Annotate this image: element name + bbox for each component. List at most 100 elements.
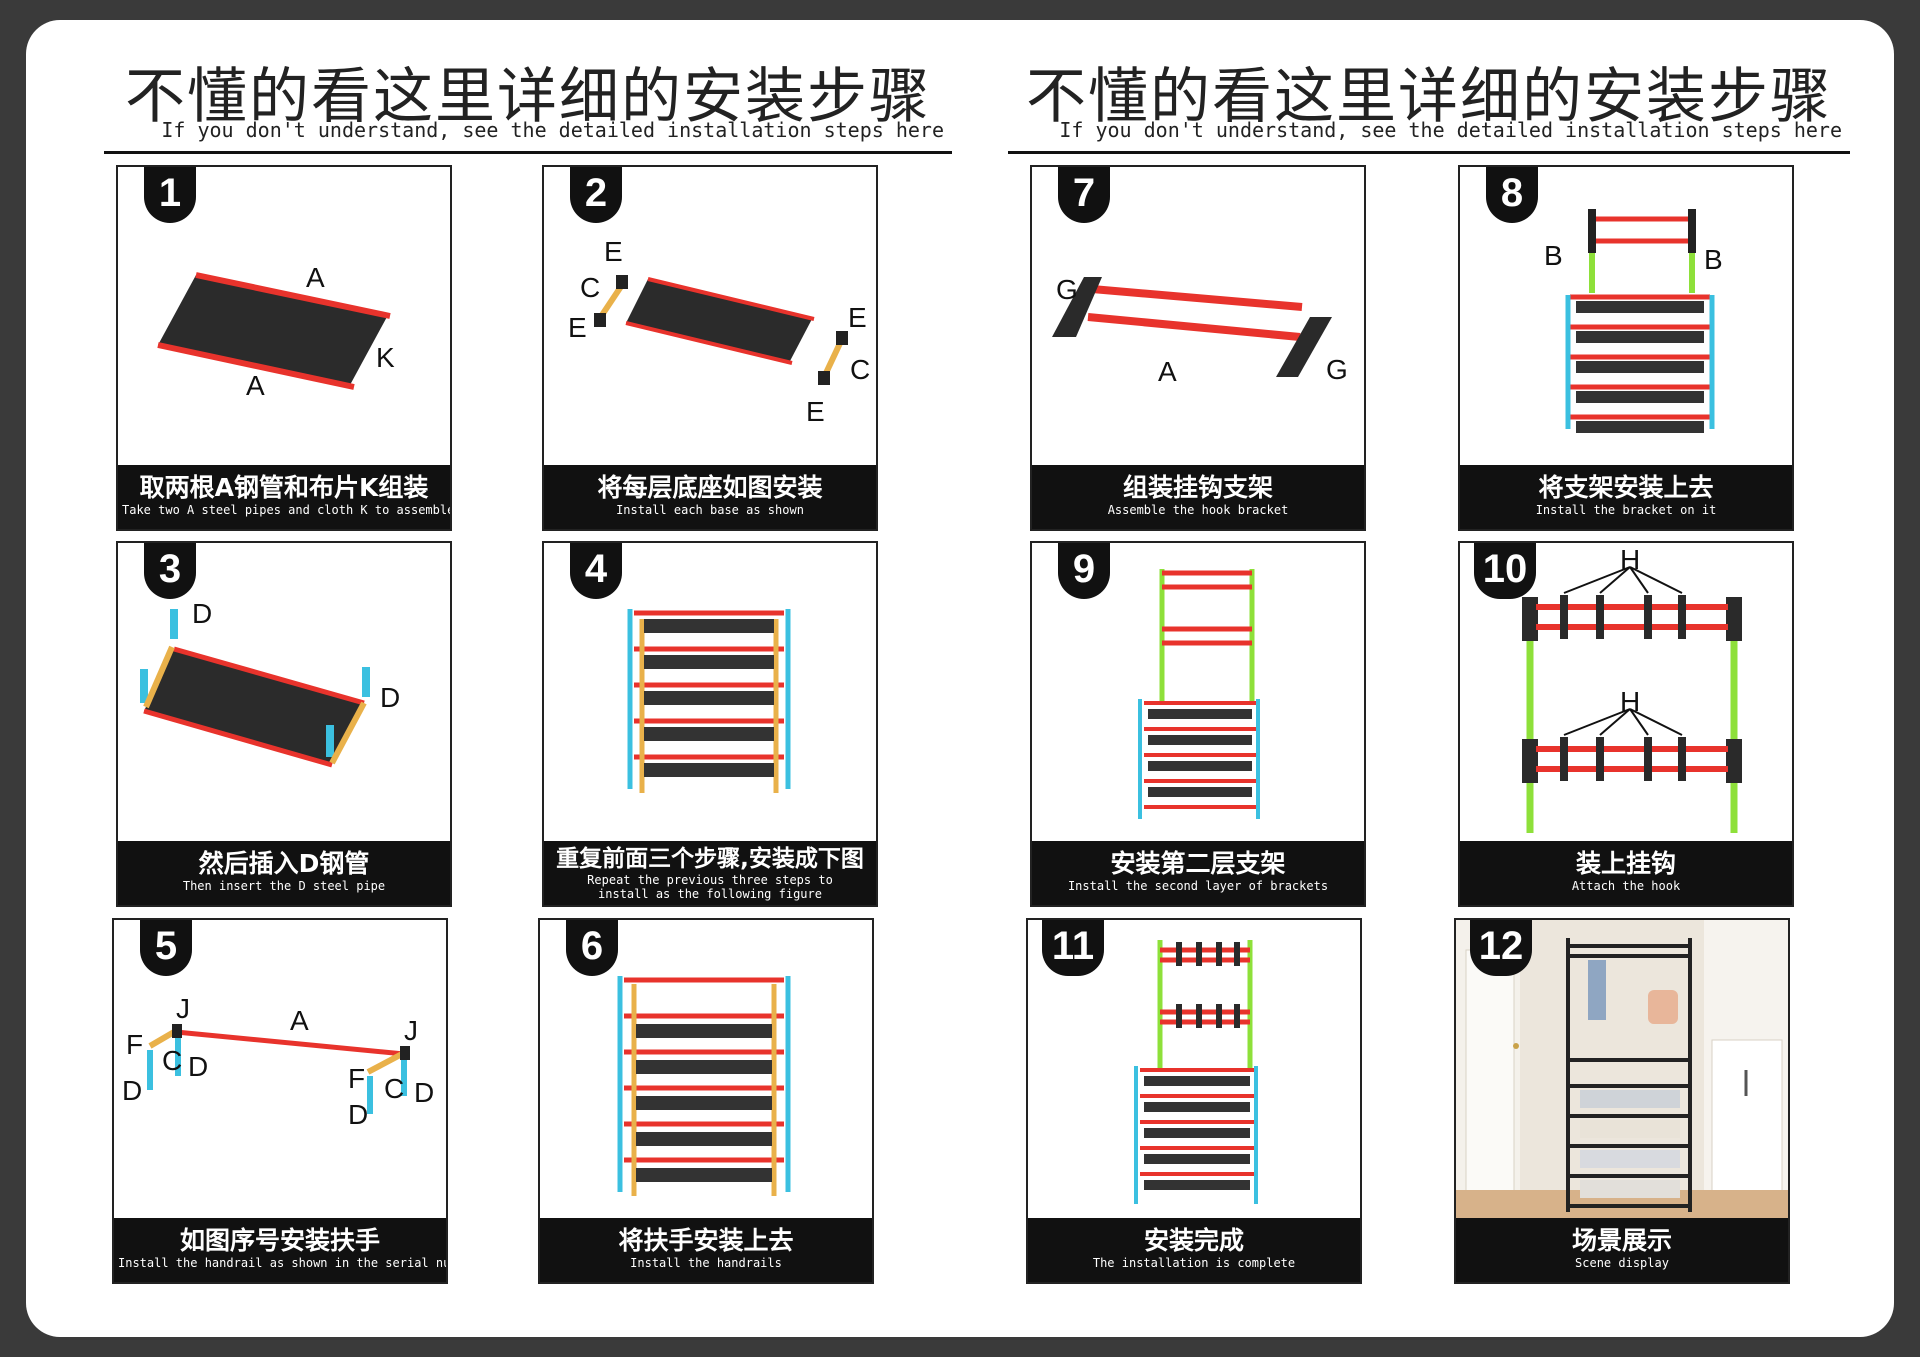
step-number: 10 xyxy=(1474,543,1536,599)
part-label-h: H xyxy=(1620,544,1640,575)
part-label-d: D xyxy=(192,598,212,629)
step-11-illustration xyxy=(1134,940,1258,1204)
part-label-d: D xyxy=(188,1051,208,1082)
step-card-10: 10 H H xyxy=(1458,541,1794,907)
caption-en: Install the handrail as shown in the ser… xyxy=(118,1256,448,1270)
part-label-c: C xyxy=(850,354,870,385)
part-label-j: J xyxy=(404,1015,418,1046)
page-subtitle: If you don't understand, see the detaile… xyxy=(161,118,944,142)
step-card-5: 5 J A J F C D D F C D D 如图序号安装扶手 Install… xyxy=(112,918,448,1284)
step-number: 8 xyxy=(1486,167,1538,223)
step-card-4: 4 重复前面三个步骤,安装成下图 Repeat the previous thr… xyxy=(542,541,878,907)
caption-zh: 取两根A钢管和布片K组装 xyxy=(139,473,429,502)
step-number: 2 xyxy=(570,167,622,223)
caption-en: Repeat the previous three steps to xyxy=(587,873,833,887)
step-card-3: 3 D D 然后插入D钢管 Then insert the D steel pi… xyxy=(116,541,452,907)
step-number: 11 xyxy=(1042,920,1104,976)
part-label-c: C xyxy=(580,272,600,303)
caption-en: Scene display xyxy=(1575,1256,1669,1270)
step-caption: 将支架安装上去 Install the bracket on it xyxy=(1460,465,1792,529)
step-caption: 取两根A钢管和布片K组装 Take two A steel pipes and … xyxy=(118,465,450,529)
caption-zh: 安装第二层支架 xyxy=(1110,849,1286,878)
part-label-k: K xyxy=(376,342,395,373)
caption-en: Attach the hook xyxy=(1571,879,1681,893)
step-5-illustration: J A J F C D D F C D D xyxy=(122,993,434,1130)
part-label-e: E xyxy=(848,302,867,333)
page-title: 不懂的看这里详细的安装步骤 xyxy=(125,62,931,132)
step-4-illustration xyxy=(627,609,791,793)
caption-en: Install the second layer of brackets xyxy=(1067,879,1329,893)
caption-zh: 安装完成 xyxy=(1143,1226,1244,1255)
part-label-b: B xyxy=(1704,244,1723,275)
part-label-h: H xyxy=(1620,686,1640,717)
step-caption: 重复前面三个步骤,安装成下图 Repeat the previous three… xyxy=(544,841,876,905)
part-label-f: F xyxy=(126,1029,143,1060)
step-caption: 然后插入D钢管 Then insert the D steel pipe xyxy=(118,841,450,905)
part-label-g: G xyxy=(1326,354,1348,385)
step-card-7: 7 G A G 组装挂钩支架 Assemble the hook bracket xyxy=(1030,165,1366,531)
step-number: 4 xyxy=(570,543,622,599)
part-label-a: A xyxy=(290,1005,309,1036)
step-card-1: 1 A A K 取两根A钢管和布片K组装 Take two A steel pi… xyxy=(116,165,452,531)
step-card-11: 11 xyxy=(1026,918,1362,1284)
step-number: 3 xyxy=(144,543,196,599)
step-number: 5 xyxy=(140,920,192,976)
step-10-illustration: H H xyxy=(1522,544,1742,833)
part-label-c: C xyxy=(162,1045,182,1076)
step-8-illustration: B B xyxy=(1544,209,1723,433)
header-right: 不懂的看这里详细的安装步骤 If you don't understand, s… xyxy=(1008,48,1850,154)
part-label-d: D xyxy=(414,1077,434,1108)
part-label-a: A xyxy=(306,262,325,293)
part-label-d: D xyxy=(122,1075,142,1106)
part-label-e: E xyxy=(568,312,587,343)
step-caption: 安装第二层支架 Install the second layer of brac… xyxy=(1032,841,1364,905)
title-rule xyxy=(104,151,952,154)
step-7-illustration: G A G xyxy=(1052,274,1348,387)
step-number: 1 xyxy=(144,167,196,223)
header-left: 不懂的看这里详细的安装步骤 If you don't understand, s… xyxy=(104,48,952,154)
part-label-d: D xyxy=(380,682,400,713)
step-6-illustration xyxy=(617,976,791,1196)
caption-en: Take two A steel pipes and cloth K to as… xyxy=(122,503,452,517)
step-caption: 将每层底座如图安装 Install each base as shown xyxy=(544,465,876,529)
part-label-a: A xyxy=(246,370,265,401)
caption-en: Install the bracket on it xyxy=(1535,503,1717,517)
caption-zh: 将扶手安装上去 xyxy=(618,1226,794,1255)
caption-en: Install the handrails xyxy=(630,1256,782,1270)
part-label-g: G xyxy=(1056,274,1078,305)
step-9-illustration xyxy=(1138,569,1260,819)
step-caption: 组装挂钩支架 Assemble the hook bracket xyxy=(1032,465,1364,529)
step-caption: 安装完成 The installation is complete xyxy=(1028,1218,1360,1282)
part-label-j: J xyxy=(176,993,190,1024)
scene-photo xyxy=(1456,920,1788,1218)
caption-en: Then insert the D steel pipe xyxy=(182,879,386,893)
step-number: 9 xyxy=(1058,543,1110,599)
caption-zh: 装上挂钩 xyxy=(1575,849,1676,878)
step-card-8: 8 B B 将支架安装上去 xyxy=(1458,165,1794,531)
caption-zh: 将支架安装上去 xyxy=(1538,473,1714,502)
caption-zh: 场景展示 xyxy=(1571,1226,1672,1255)
step-caption: 装上挂钩 Attach the hook xyxy=(1460,841,1792,905)
caption-zh: 然后插入D钢管 xyxy=(198,849,370,878)
step-card-6: 6 将扶手安装上去 Install the handrails xyxy=(538,918,874,1284)
step-caption: 如图序号安装扶手 Install the handrail as shown i… xyxy=(114,1218,446,1282)
step-caption: 场景展示 Scene display xyxy=(1456,1218,1788,1282)
step-card-9: 9 安装第二层支架 Install the seco xyxy=(1030,541,1366,907)
instruction-sheet: 不懂的看这里详细的安装步骤 If you don't understand, s… xyxy=(26,20,1894,1337)
caption-en: install as the following figure xyxy=(598,887,822,901)
part-label-c: C xyxy=(384,1073,404,1104)
caption-en: The installation is complete xyxy=(1092,1256,1296,1270)
step-card-2: 2 E C E E C E 将每层底座如图安装 Install each bas… xyxy=(542,165,878,531)
part-label-e: E xyxy=(806,396,825,427)
part-label-b: B xyxy=(1544,240,1563,271)
caption-en: Install each base as shown xyxy=(616,503,804,517)
caption-zh: 如图序号安装扶手 xyxy=(179,1226,380,1255)
step-number: 7 xyxy=(1058,167,1110,223)
part-label-a: A xyxy=(1158,356,1177,387)
part-label-e: E xyxy=(604,236,623,267)
step-3-illustration: D D xyxy=(140,598,400,768)
caption-zh: 重复前面三个步骤,安装成下图 xyxy=(556,846,864,872)
caption-zh: 将每层底座如图安装 xyxy=(597,473,823,502)
step-number: 12 xyxy=(1470,920,1532,976)
part-label-f: F xyxy=(348,1063,365,1094)
